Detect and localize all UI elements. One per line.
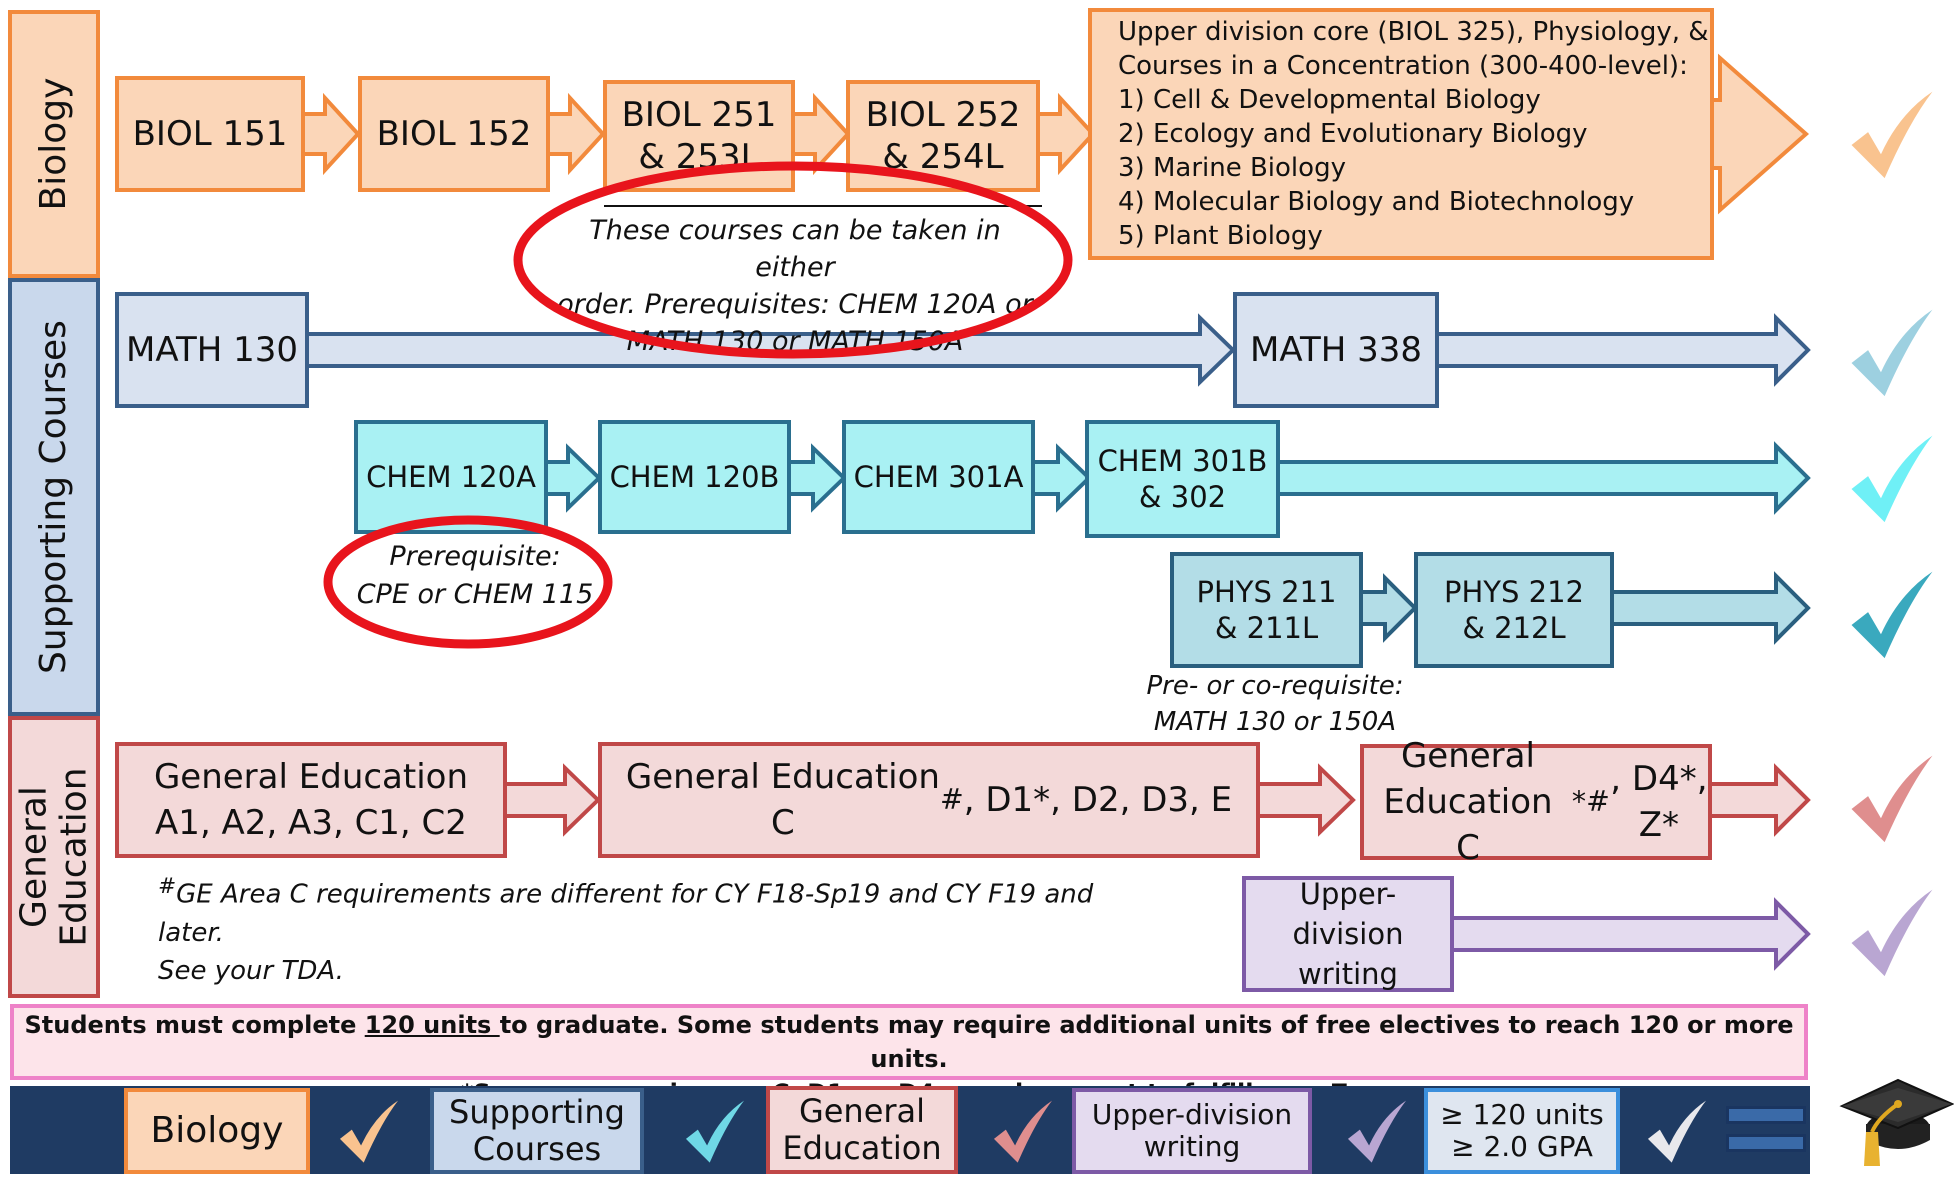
summary-biology: Biology xyxy=(124,1088,310,1174)
graduation-cap-icon xyxy=(1839,1078,1954,1166)
box-biol251: BIOL 251 & 253L xyxy=(603,80,795,192)
box-biol152: BIOL 152 xyxy=(358,76,550,192)
box-upper-division: Upper division core (BIOL 325), Physiolo… xyxy=(1088,8,1714,260)
summary-supporting: Supporting Courses xyxy=(430,1088,644,1174)
summary-units-gpa: ≥ 120 units ≥ 2.0 GPA xyxy=(1424,1088,1620,1174)
note-biology-order: These courses can be taken in either ord… xyxy=(557,215,1033,357)
box-chem120b: CHEM 120B xyxy=(598,420,791,534)
box-ge1: General Education A1, A2, A3, C1, C2 xyxy=(115,742,507,858)
arrow-phys211-212 xyxy=(1358,573,1418,643)
band-supporting-courses: Supporting Courses xyxy=(8,278,100,716)
box-ge2: General Education C#, D1*, D2, D3, E xyxy=(598,742,1260,858)
box-math338: MATH 338 xyxy=(1233,292,1439,408)
arrow-chem120b-301a xyxy=(783,443,847,513)
check-icon xyxy=(1851,91,1933,179)
check-icon xyxy=(1647,1100,1707,1163)
box-ge3: General Education C*#, D4*, Z* xyxy=(1360,736,1712,868)
band-biology: Biology xyxy=(8,10,100,278)
arrow-upper-end xyxy=(1708,53,1810,215)
note-ge-footnote: #GE Area C requirements are different fo… xyxy=(158,874,1094,986)
arrow-math338-end xyxy=(1433,313,1811,387)
check-icon xyxy=(1851,755,1933,843)
box-biol252: BIOL 252 & 254L xyxy=(846,80,1040,192)
equals-icon xyxy=(1726,1106,1806,1156)
footer-units: 120 units xyxy=(364,1011,500,1039)
box-chem120a: CHEM 120A xyxy=(354,420,548,534)
box-biol151: BIOL 151 xyxy=(115,76,305,192)
check-icon xyxy=(339,1100,399,1163)
box-chem301b: CHEM 301B & 302 xyxy=(1085,420,1280,538)
check-icon xyxy=(1851,571,1933,659)
arrow-biol151-152 xyxy=(298,92,361,176)
arrow-ge1-ge2 xyxy=(503,763,601,837)
box-phys211: PHYS 211 & 211L xyxy=(1170,552,1363,668)
box-phys212: PHYS 212 & 212L xyxy=(1414,552,1614,668)
check-icon xyxy=(1347,1100,1407,1163)
arrow-ge3-end xyxy=(1708,763,1811,837)
arrow-biol252-upper xyxy=(1033,92,1096,176)
arrow-biol152-251 xyxy=(543,92,606,176)
check-icon xyxy=(993,1100,1053,1163)
band-general-education: General Education xyxy=(8,716,100,998)
arrow-writing-end xyxy=(1450,897,1811,971)
summary-bar: Biology Supporting Courses General Educa… xyxy=(10,1086,1810,1174)
box-math130: MATH 130 xyxy=(115,292,309,408)
box-chem301a: CHEM 301A xyxy=(842,420,1035,534)
footer-line1: Students must complete 120 units to grad… xyxy=(24,1011,1794,1073)
check-icon xyxy=(1851,889,1933,977)
check-icon xyxy=(685,1100,745,1163)
arrow-chem301b-end xyxy=(1273,441,1811,515)
arrow-chem301a-301b xyxy=(1028,443,1092,513)
box-upper-division-writing: Upper-division writing xyxy=(1242,876,1454,992)
arrow-biol251-252 xyxy=(788,92,851,176)
check-icon xyxy=(1851,435,1933,523)
arrow-chem120a-120b xyxy=(538,443,602,513)
note-chem-prereq: Prerequisite: CPE or CHEM 115 xyxy=(356,541,594,610)
summary-ge: General Education xyxy=(766,1086,958,1174)
summary-writing: Upper-division writing xyxy=(1072,1088,1312,1174)
arrow-phys212-end xyxy=(1608,571,1811,645)
note-phys-coreq: Pre- or co-requisite: MATH 130 or 150A xyxy=(1146,671,1404,737)
arrow-ge2-ge3 xyxy=(1256,763,1356,837)
check-icon xyxy=(1851,309,1933,397)
